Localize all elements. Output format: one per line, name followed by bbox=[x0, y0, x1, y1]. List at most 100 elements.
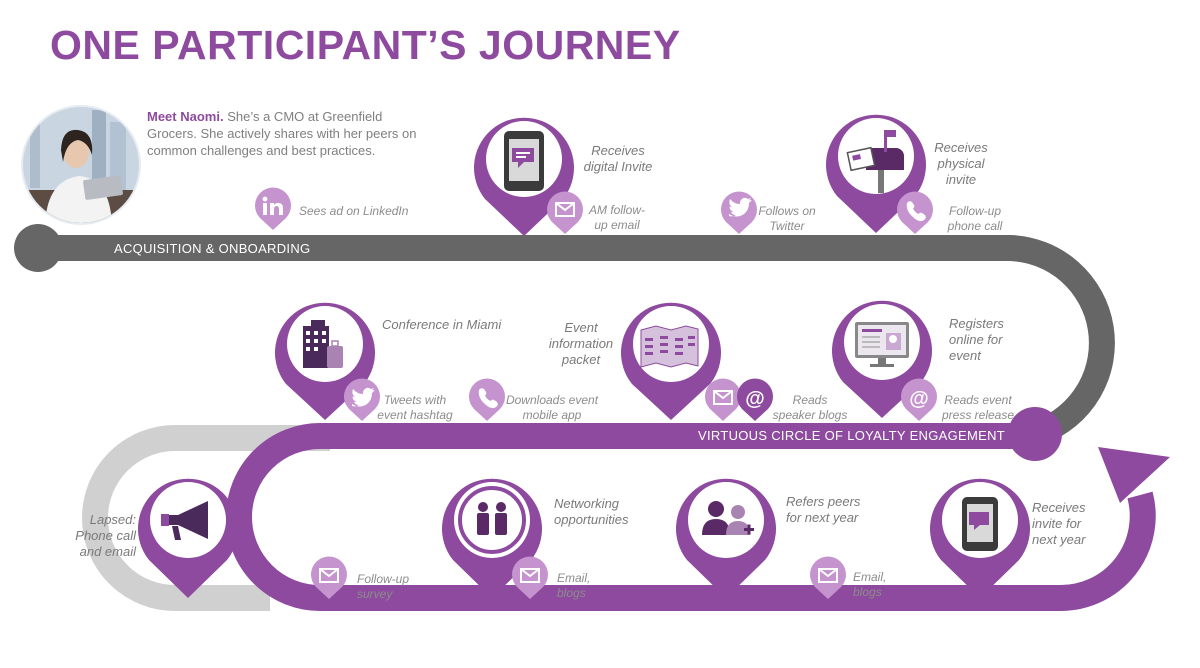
label-line: speaker blogs bbox=[772, 408, 848, 422]
label-line: event bbox=[949, 348, 981, 363]
label-phone-followup: Follow-up phone call bbox=[942, 204, 1008, 234]
label-line: Reads event bbox=[944, 393, 1012, 407]
label-line: Registers bbox=[949, 316, 1004, 331]
label-line: Receives bbox=[1032, 500, 1086, 515]
small-pin-speaker-at: @ bbox=[737, 378, 773, 421]
at-sign-icon: @ bbox=[745, 388, 765, 410]
label-survey: Follow-up survey bbox=[357, 572, 409, 602]
monitor-form-icon bbox=[855, 322, 909, 367]
label-line: invite bbox=[945, 172, 977, 187]
label-line: Tweets with bbox=[383, 393, 447, 407]
label-line: Downloads event bbox=[505, 393, 599, 407]
lapsed-loop-road bbox=[82, 425, 330, 611]
intro-description: She’s a CMO at Greenfield Grocers. She a… bbox=[147, 109, 417, 158]
acquisition-track-label: ACQUISITION & ONBOARDING bbox=[114, 241, 311, 256]
label-line: phone call bbox=[947, 219, 1003, 233]
label-line: Phone call bbox=[75, 528, 136, 543]
small-pin-am-email bbox=[547, 191, 583, 234]
pin-lapsed bbox=[138, 478, 238, 598]
building-luggage-icon bbox=[303, 320, 343, 368]
label-line: Receives bbox=[591, 143, 645, 158]
peers-plus-icon bbox=[702, 501, 754, 535]
label-next-year: Receives invite for next year bbox=[1032, 500, 1085, 548]
label-line: press release bbox=[941, 408, 1015, 422]
label-conference: Conference in Miami bbox=[382, 317, 502, 332]
small-pin-linkedin bbox=[255, 187, 291, 230]
phone-icon bbox=[478, 388, 498, 409]
small-pin-phone-followup bbox=[897, 191, 933, 234]
linkedin-icon bbox=[262, 196, 283, 215]
label-downloads: Downloads event mobile app bbox=[504, 393, 600, 423]
small-pin-email-blogs-1 bbox=[512, 556, 548, 599]
label-line: opportunities bbox=[554, 512, 629, 527]
small-pin-press-release: @ bbox=[901, 378, 937, 421]
label-line: invite for bbox=[1032, 516, 1082, 531]
phone-icon bbox=[906, 201, 926, 222]
envelope-icon bbox=[713, 390, 733, 405]
label-line: Email, bbox=[853, 570, 887, 584]
label-physical-invite: Receives physical invite bbox=[924, 140, 998, 188]
label-line: physical bbox=[937, 156, 985, 171]
start-dot bbox=[14, 224, 62, 272]
twitter-bird-icon bbox=[352, 387, 375, 407]
label-email-blogs-1: Email, blogs bbox=[557, 571, 590, 601]
label-line: blogs bbox=[557, 586, 586, 600]
label-line: for next year bbox=[786, 510, 859, 525]
label-digital-invite: Receives digital Invite bbox=[578, 143, 658, 175]
label-line: Refers peers bbox=[786, 494, 861, 509]
people-cycle-icon bbox=[458, 486, 526, 554]
label-info-packet: Event information packet bbox=[544, 320, 618, 368]
label-line: information bbox=[548, 336, 614, 351]
label-line: Email, bbox=[557, 571, 591, 585]
pin-physical-invite bbox=[826, 114, 926, 233]
label-line: mobile app bbox=[522, 408, 582, 422]
label-line: event hashtag bbox=[377, 408, 453, 422]
brochure-icon bbox=[640, 325, 699, 368]
envelope-icon bbox=[555, 202, 575, 217]
label-line: Networking bbox=[554, 496, 620, 511]
label-line: blogs bbox=[853, 585, 882, 599]
twitter-bird-icon bbox=[729, 197, 752, 217]
label-speaker-blogs: Reads speaker blogs bbox=[770, 393, 850, 423]
tablet-chat-icon bbox=[962, 497, 998, 551]
label-line: Lapsed: bbox=[89, 512, 136, 527]
label-line: Twitter bbox=[769, 219, 805, 233]
road-layer bbox=[14, 224, 1170, 612]
label-tweets: Tweets with event hashtag bbox=[376, 393, 454, 423]
small-pin-survey bbox=[311, 556, 348, 599]
envelope-icon bbox=[520, 568, 540, 583]
label-line: digital Invite bbox=[583, 159, 653, 174]
pin-info-packet bbox=[621, 302, 721, 420]
megaphone-icon bbox=[161, 501, 208, 540]
envelope-icon bbox=[818, 568, 838, 583]
label-networking: Networking opportunities bbox=[554, 496, 628, 528]
avatar bbox=[21, 105, 141, 225]
small-pin-downloads bbox=[469, 378, 506, 421]
label-line: Event bbox=[564, 320, 598, 335]
small-pin-speaker-email bbox=[704, 378, 741, 421]
label-line: Receives bbox=[934, 140, 988, 155]
label-line: survey bbox=[357, 587, 393, 601]
label-line: online for bbox=[949, 332, 1003, 347]
mailbox-icon bbox=[846, 130, 904, 193]
label-line: Follow-up bbox=[948, 204, 1002, 218]
label-line: Reads bbox=[792, 393, 828, 407]
small-pin-twitter-follow bbox=[721, 191, 757, 234]
small-pin-email-blogs-2 bbox=[809, 556, 846, 599]
at-sign-icon: @ bbox=[909, 388, 929, 410]
intro-text: Meet Naomi. She’s a CMO at Greenfield Gr… bbox=[147, 108, 417, 159]
envelope-icon bbox=[319, 568, 339, 583]
intro-name: Meet Naomi. bbox=[147, 109, 224, 124]
label-linkedin: Sees ad on LinkedIn bbox=[299, 204, 409, 218]
label-refers-peers: Refers peers for next year bbox=[786, 494, 860, 526]
label-lapsed: Lapsed: Phone call and email bbox=[62, 512, 136, 560]
label-email-blogs-2: Email, blogs bbox=[853, 570, 886, 600]
loyalty-arrowhead bbox=[1098, 447, 1170, 503]
label-press-release: Reads event press release bbox=[938, 393, 1018, 423]
small-pin-tweets bbox=[343, 378, 380, 421]
acquisition-road bbox=[38, 235, 1115, 445]
pin-refers-peers bbox=[676, 478, 776, 598]
label-line: Follows on bbox=[758, 204, 816, 218]
label-line: Follow-up bbox=[357, 572, 410, 586]
